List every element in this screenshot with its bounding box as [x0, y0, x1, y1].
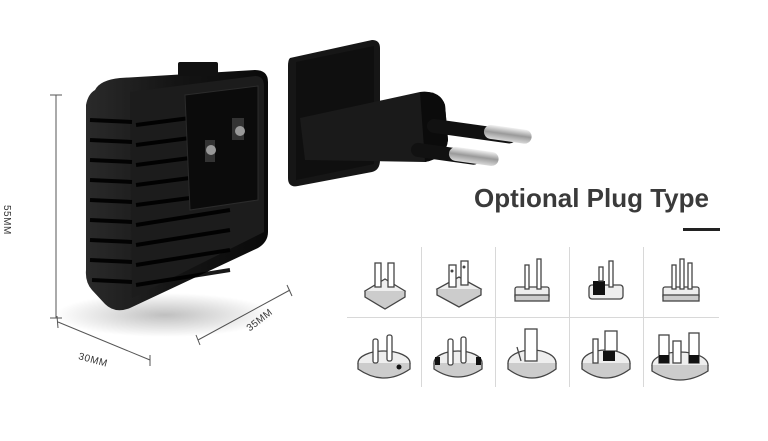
eu-schuko-plug-icon[interactable]: [421, 317, 495, 387]
title-underline: [683, 228, 720, 231]
au-angled-pin-plug-icon[interactable]: [569, 317, 643, 387]
power-adapter-body: [85, 62, 268, 311]
eu-round-pin-plug-icon[interactable]: [347, 317, 421, 387]
us-flat-pin-plug-icon[interactable]: [347, 247, 421, 317]
plug-type-grid: [347, 247, 719, 387]
section-title: Optional Plug Type: [474, 183, 709, 213]
uk-three-pin-plug-icon[interactable]: [643, 317, 717, 387]
uk-flat-blade-plug-icon[interactable]: [495, 317, 569, 387]
us-plug-with-black-base-icon[interactable]: [569, 247, 643, 317]
us-three-pin-plug-icon[interactable]: [643, 247, 717, 317]
us-slim-flat-pin-plug-icon[interactable]: [495, 247, 569, 317]
eu-plug-module: [288, 40, 532, 187]
height-dimension-label: 55MM: [1, 205, 12, 235]
us-polarized-flat-pin-plug-icon[interactable]: [421, 247, 495, 317]
